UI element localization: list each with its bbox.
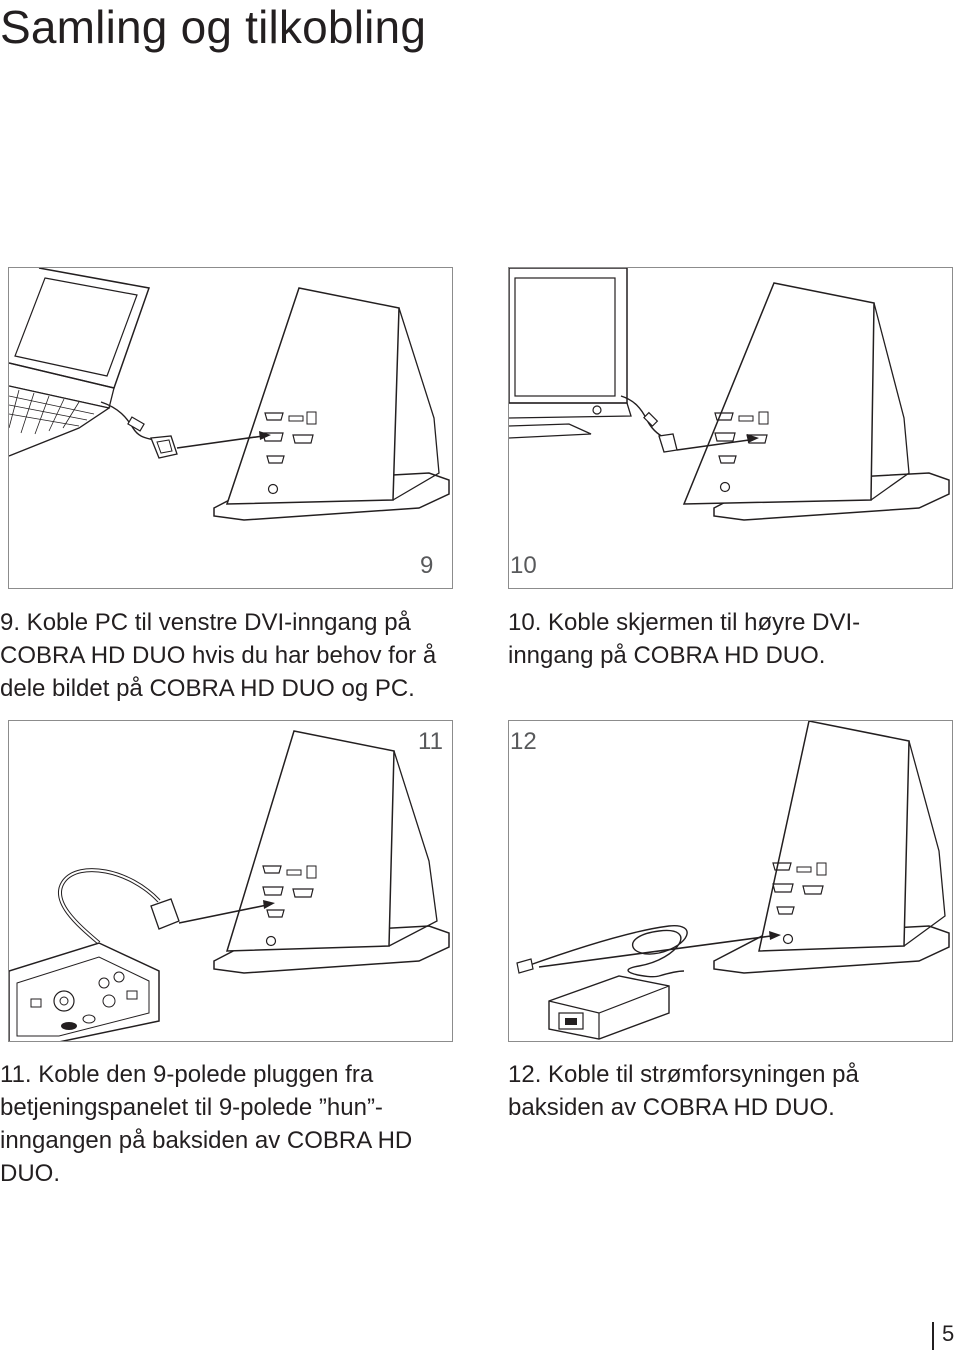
step-caption-9: 9. Koble PC til venstre DVI-inngang på C… [0, 609, 437, 702]
illustration-step-10 [508, 267, 953, 589]
illustration-step-11 [8, 720, 453, 1042]
page-number-divider [932, 1322, 934, 1350]
step-caption-12: 12. Koble til strømforsyningen på baksid… [508, 1061, 859, 1121]
illustration-step-9 [8, 267, 453, 589]
step-number-11: 11 [418, 728, 443, 755]
page-title: Samling og tilkobling [0, 1, 427, 53]
page-number: 5 [942, 1321, 955, 1346]
step-number-10: 10 [510, 552, 537, 579]
illustration-step-12 [508, 720, 953, 1042]
step-caption-11: 11. Koble den 9-polede pluggen fra betje… [0, 1061, 413, 1187]
step-number-12: 12 [510, 728, 537, 755]
step-caption-10: 10. Koble skjermen til høyre DVI-inngang… [508, 609, 861, 669]
step-number-9: 9 [420, 552, 434, 579]
